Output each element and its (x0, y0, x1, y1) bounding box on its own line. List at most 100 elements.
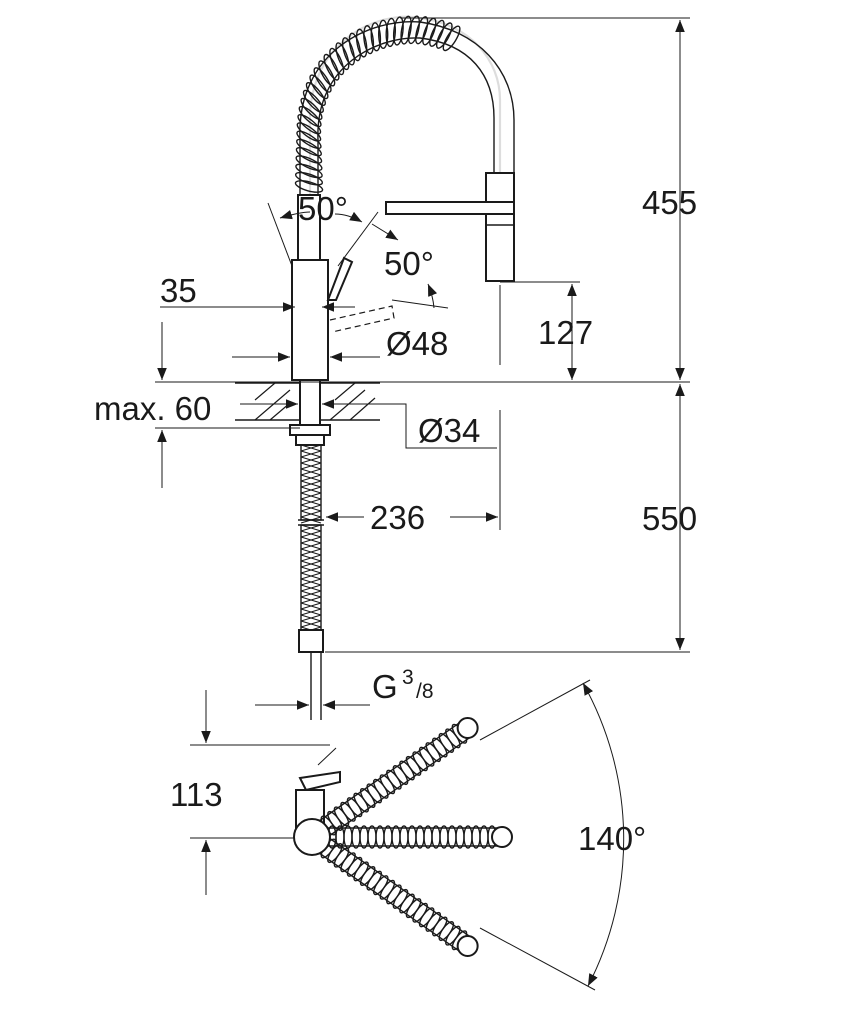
braid-line (300, 608, 322, 616)
spring-coil (296, 122, 322, 142)
label-body-diameter: Ø48 (386, 325, 448, 362)
spring-coil (300, 97, 323, 121)
hose-break (298, 519, 324, 526)
spray-head-top (456, 717, 479, 740)
spring-coil (378, 19, 389, 50)
braid-line (300, 510, 322, 518)
braid-line (300, 602, 322, 610)
spring-coil (363, 25, 375, 55)
braid-line (300, 524, 322, 532)
braid-line (300, 536, 322, 544)
braid-line (300, 584, 322, 592)
spring-coil (385, 17, 397, 48)
spring-coil (295, 147, 323, 164)
braid-line (300, 456, 322, 464)
lever-tip (317, 747, 337, 766)
braid-line (300, 468, 322, 476)
label-127: 127 (538, 314, 593, 351)
spout-holder-arm (385, 201, 515, 215)
label-236: 236 (370, 499, 425, 536)
spout-coil (447, 825, 457, 849)
spring-coil (313, 67, 332, 93)
spring-coil (298, 105, 322, 128)
lever-handle[interactable] (326, 256, 354, 301)
spring-coil (407, 15, 421, 45)
label-140: 140° (578, 820, 646, 857)
braid-line (300, 590, 322, 598)
spring-coil (296, 130, 322, 150)
spout-coil (439, 825, 449, 849)
spring-coil (294, 171, 324, 186)
spout-coil (431, 825, 441, 849)
braid-line (300, 614, 322, 622)
faucet-side-view (235, 15, 515, 720)
spring-coil (329, 47, 345, 76)
braid-line (300, 474, 322, 482)
dimension-labels: 455 50° 50° 127 35 Ø48 max. 60 Ø34 236 5… (94, 184, 697, 857)
braid-line (300, 542, 322, 550)
braid-line (300, 620, 322, 628)
spring-coil (295, 163, 323, 179)
spring-coil (309, 74, 329, 100)
spring-coil (294, 180, 324, 193)
mounting-washer (295, 434, 325, 446)
braid-line (300, 530, 322, 538)
spray-head-top (456, 934, 479, 957)
dimension-lines (155, 17, 690, 710)
spout-coil (463, 825, 473, 849)
spout-position (306, 717, 479, 845)
label-thread-num: 3 (402, 666, 414, 689)
label-lever-angle: 50° (384, 245, 434, 282)
braid-line (300, 566, 322, 574)
braid-line (300, 578, 322, 586)
spout-tube-inner (317, 37, 495, 195)
spout-coil (383, 825, 393, 849)
spring-coil (296, 138, 322, 157)
label-35: 35 (160, 272, 197, 309)
spout-coil (391, 825, 401, 849)
spring-coil (335, 42, 350, 71)
spout-coil (399, 825, 409, 849)
spring-coil (415, 16, 429, 45)
braid-line (300, 450, 322, 458)
lever-top-view[interactable] (298, 770, 341, 792)
braid-line (300, 548, 322, 556)
swivel-base (293, 818, 331, 856)
braid-line (300, 480, 322, 488)
hose-fitting (298, 629, 324, 653)
label-thread-den: /8 (416, 680, 434, 703)
spring-coils (294, 15, 461, 193)
spring-coil (429, 19, 445, 47)
spout-coil (367, 825, 377, 849)
label-hole-diameter: Ø34 (418, 412, 480, 449)
mounting-nut (289, 424, 331, 436)
spout-positions (306, 717, 513, 957)
spring-coil (442, 25, 461, 52)
braid-line (300, 486, 322, 494)
spring-coil (348, 32, 362, 62)
spray-head[interactable] (485, 172, 515, 282)
braided-hose (300, 444, 322, 646)
label-spout-angle: 50° (298, 190, 348, 227)
spout-coil (455, 825, 465, 849)
spring-coil (318, 60, 336, 87)
braid-line (300, 462, 322, 470)
braid-line (300, 498, 322, 506)
spring-coil (323, 53, 340, 81)
swivel-arc (582, 682, 625, 987)
braid-line (300, 572, 322, 580)
braid-line (300, 492, 322, 500)
label-max-60: max. 60 (94, 390, 211, 427)
spout-coil (471, 825, 481, 849)
spring-coil (370, 22, 382, 52)
spout-coil (343, 825, 353, 849)
label-113: 113 (170, 776, 223, 813)
faucet-body (291, 259, 329, 381)
label-thread-g: G (372, 668, 398, 705)
spout-coil (359, 825, 369, 849)
lever-alt-position (329, 305, 395, 333)
braid-line (300, 596, 322, 604)
faucet-top-view (190, 679, 625, 991)
label-550: 550 (642, 500, 697, 537)
